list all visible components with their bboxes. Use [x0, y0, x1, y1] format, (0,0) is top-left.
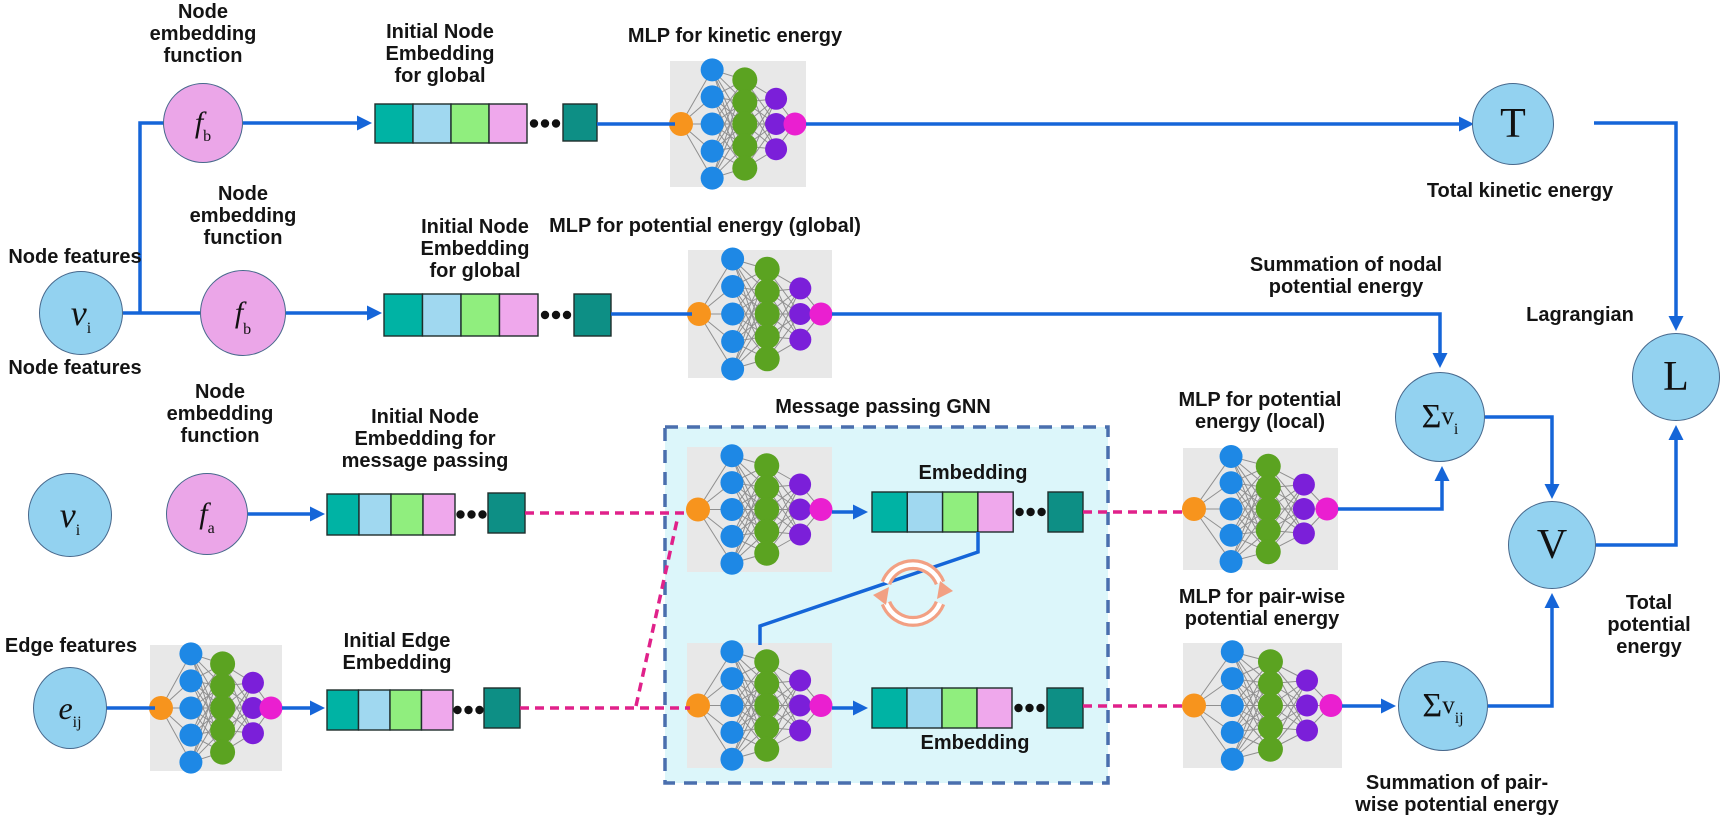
label-node-embedding-function-row2: Node embedding function [189, 183, 297, 249]
wire-fb1-to-embedding [243, 115, 372, 131]
label-node-features-row2: Node features [8, 246, 142, 268]
label-summation-nodal: Summation of nodal potential energy [1249, 254, 1443, 298]
wire-gnn-top-to-embedding [832, 504, 868, 520]
label-node-embedding-function-row1: Node embedding function [149, 1, 257, 67]
mlp-potential-global-network [687, 247, 833, 381]
label-mlp-kinetic-energy: MLP for kinetic energy [627, 25, 843, 47]
label-total-kinetic-energy: Total kinetic energy [1426, 180, 1614, 202]
label-mlp-potential-local: MLP for potential energy (local) [1178, 389, 1342, 433]
circular-recurrence-arrows-icon [873, 559, 953, 627]
initial-node-embedding-mp-bar [326, 492, 526, 536]
wire-V-to-L [1596, 425, 1684, 547]
wire-fa-to-embedding [248, 506, 325, 522]
initial-edge-embedding-bar [326, 687, 521, 731]
label-lagrangian: Lagrangian [1526, 304, 1634, 326]
label-embedding-bottom: Embedding [920, 732, 1030, 754]
total-potential-energy-V: V [1508, 501, 1596, 589]
wire-recurrence-feedback [758, 532, 980, 645]
mlp-kinetic-network [669, 58, 807, 190]
label-initial-node-embedding-mp: Initial Node Embedding for message passi… [341, 406, 509, 472]
lagrangian-L: L [1632, 333, 1720, 421]
total-kinetic-energy-T: T [1472, 83, 1554, 165]
wire-fb2-to-embedding [286, 305, 382, 321]
gnn-embedding-top-bar [871, 491, 1084, 533]
label-embedding-top: Embedding [918, 462, 1028, 484]
wire-gnn-bottom-to-embedding [832, 700, 868, 716]
wire-sumvi-to-V [1485, 415, 1560, 499]
initial-node-embedding-global-row1-bar [374, 103, 598, 144]
wire-mlp-kinetic-to-T [806, 116, 1474, 132]
label-total-potential-energy: Total potential energy [1607, 592, 1691, 658]
label-initial-node-embedding-global-row2: Initial Node Embedding for global [420, 216, 530, 282]
wire-branch-to-fb1 [138, 121, 166, 313]
wire-T-to-L [1594, 121, 1684, 331]
wire-encoder-to-embedding [282, 700, 325, 716]
label-message-passing-gnn: Message passing GNN [775, 396, 991, 418]
gnn-edge-update-network [686, 640, 833, 771]
label-node-features-row3: Node features [8, 357, 142, 379]
mlp-potential-local-network [1182, 445, 1339, 573]
edge-encoder-network [149, 642, 283, 774]
label-initial-node-embedding-global-row1: Initial Node Embedding for global [385, 21, 495, 87]
gnn-node-update-network [686, 444, 833, 575]
gnn-embedding-bottom-bar [871, 687, 1084, 729]
label-initial-edge-embedding: Initial Edge Embedding [342, 630, 452, 674]
dashed-edge-to-node-branch [634, 515, 680, 707]
wire-mlp-global-to-sumvi [832, 312, 1448, 368]
initial-node-embedding-global-row2-bar [383, 293, 612, 337]
wire-mlp-pairwise-to-sumvij [1342, 698, 1396, 714]
label-mlp-potential-global: MLP for potential energy (global) [549, 215, 861, 237]
label-summation-pairwise: Summation of pair- wise potential energy [1355, 772, 1559, 816]
mlp-pairwise-network [1182, 640, 1343, 771]
label-node-embedding-function-row3: Node embedding function [166, 381, 274, 447]
wire-mlp-local-to-sumvi [1338, 466, 1450, 511]
label-edge-features: Edge features [4, 635, 138, 657]
wire-sumvij-to-V [1488, 593, 1560, 708]
label-mlp-pairwise: MLP for pair-wise potential energy [1178, 586, 1346, 630]
